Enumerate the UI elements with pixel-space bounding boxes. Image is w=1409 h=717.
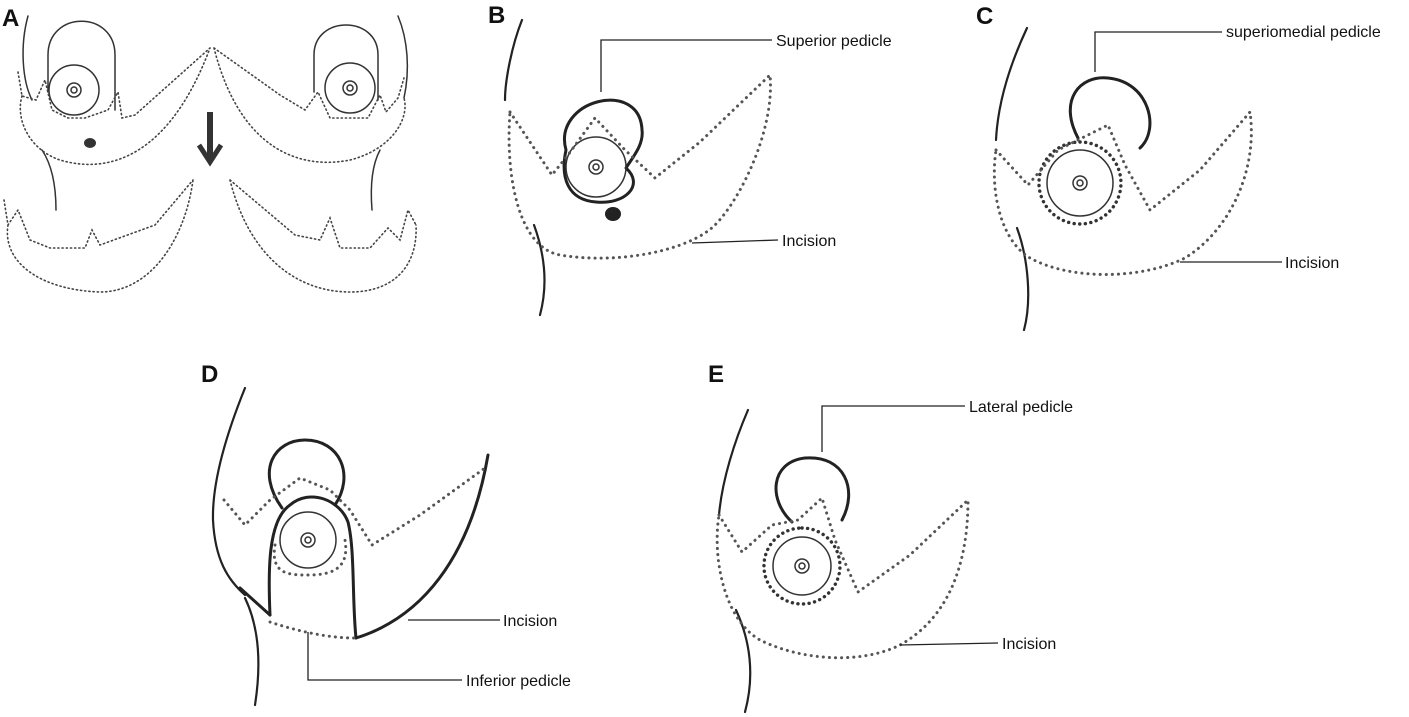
panel-d-pedicle-leader xyxy=(307,632,462,681)
panel-b-incision-label: Incision xyxy=(782,233,836,250)
panel-a-right-nipple-areola xyxy=(324,62,376,114)
panel-d: D Incision Inferior pedicle xyxy=(201,361,571,707)
panel-b-pedicle-label: Superior pedicle xyxy=(776,33,892,50)
panel-a-right-pedicle-outline xyxy=(313,24,379,101)
panel-b-superior-pedicle-outline xyxy=(562,98,644,204)
panel-d-upper-pedicle-circle xyxy=(267,438,346,510)
panel-d-keyhole-incision xyxy=(222,466,487,640)
panel-e-nipple-areola xyxy=(772,536,832,596)
panel-c-pedicle-leader xyxy=(1094,31,1222,72)
panel-d-chest-outline xyxy=(211,386,247,597)
panel-a-left-waist-outline xyxy=(41,149,57,211)
panel-d-inferior-pedicle-outline xyxy=(267,495,358,640)
panel-e-incision-label: Incision xyxy=(1002,636,1056,653)
panel-a-lower-right-incision xyxy=(229,179,417,293)
panel-a: A xyxy=(2,5,417,293)
panel-c-pedicle-label: superiomedial pedicle xyxy=(1226,24,1381,41)
panel-a-upper-left-incision xyxy=(17,47,211,166)
panel-e-incision-leader xyxy=(899,642,999,646)
panel-c-letter: C xyxy=(976,3,993,30)
panel-b-letter: B xyxy=(488,2,505,29)
panel-d-letter: D xyxy=(201,361,218,388)
panel-b-incision-leader xyxy=(691,239,779,244)
panel-e-pedicle-leader xyxy=(821,405,965,452)
panel-d-lower-body-outline xyxy=(243,596,260,707)
panel-a-right-waist-outline xyxy=(370,149,381,211)
panel-d-nipple-areola xyxy=(279,511,337,569)
panel-a-right-torso-outline xyxy=(397,15,409,99)
panel-c-nipple-areola xyxy=(1046,149,1114,217)
panel-e-lateral-pedicle-outline xyxy=(774,456,851,524)
panel-b-marker-dot xyxy=(605,207,621,221)
panel-a-lower-left-incision xyxy=(3,179,194,293)
panel-a-left-pedicle-outline xyxy=(47,20,116,111)
panel-a-left-nipple-areola xyxy=(48,64,100,116)
panel-c-chest-outline xyxy=(994,26,1029,142)
panel-c-keyhole-incision xyxy=(992,108,1253,276)
panel-e-chest-outline xyxy=(717,408,750,517)
panel-e-keyhole-incision xyxy=(715,495,970,660)
panel-b: B Superior pedicle Incision xyxy=(488,2,892,317)
panel-a-letter: A xyxy=(2,5,19,32)
panel-d-pedicle-label: Inferior pedicle xyxy=(466,673,571,690)
panel-c-superiomedial-pedicle-outline xyxy=(1068,76,1152,150)
panel-b-lower-body-outline xyxy=(532,223,546,317)
panel-c: C superiomedial pedicle Incision xyxy=(976,3,1381,332)
panel-e-pedicle-label: Lateral pedicle xyxy=(969,399,1073,416)
panel-a-upper-right-incision xyxy=(213,47,406,164)
panel-d-skin-outline xyxy=(238,453,490,640)
panel-b-chest-outline xyxy=(503,18,524,102)
panel-a-marker-dot xyxy=(84,138,96,148)
panel-e-lower-body-outline xyxy=(734,608,752,714)
panel-a-down-arrow xyxy=(196,112,224,167)
panel-e-areola-dotted-ring xyxy=(762,526,842,606)
panel-c-lower-body-outline xyxy=(1015,226,1030,332)
panel-d-incision-label: Incision xyxy=(503,613,557,630)
panel-e: E Lateral pedicle Incision xyxy=(708,361,1073,714)
panel-c-incision-label: Incision xyxy=(1285,255,1339,272)
panel-a-left-torso-outline xyxy=(22,15,33,101)
panel-e-letter: E xyxy=(708,361,724,388)
panel-b-pedicle-leader xyxy=(600,39,772,92)
panel-b-nipple-areola xyxy=(565,136,627,198)
panel-b-keyhole-incision xyxy=(507,71,772,260)
panel-c-areola-dotted-ring xyxy=(1037,140,1123,226)
